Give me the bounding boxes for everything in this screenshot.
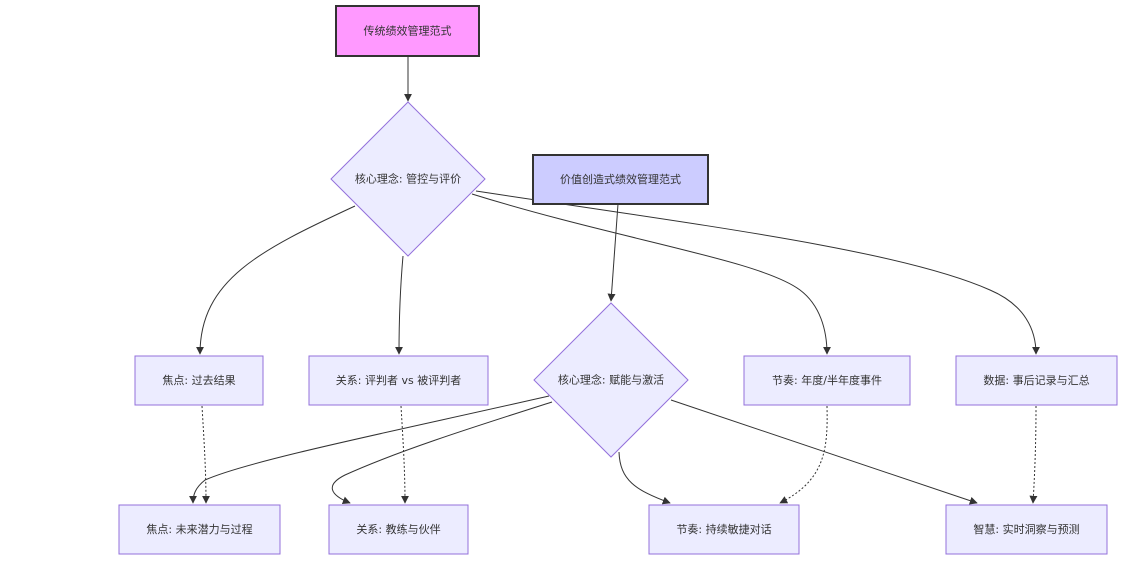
node-value-creation-label: 价值创造式绩效管理范式 xyxy=(560,172,681,186)
node-rhythm-annual[interactable]: 节奏: 年度/半年度事件 xyxy=(743,355,911,406)
node-core-empower-diamond xyxy=(533,302,689,458)
node-wisdom-insight[interactable]: 智慧: 实时洞察与预测 xyxy=(945,504,1108,555)
node-core-empower[interactable]: 核心理念: 赋能与激活 xyxy=(533,302,689,458)
edge-core-control-to-focus-past xyxy=(196,205,356,355)
node-focus-past-label: 焦点: 过去结果 xyxy=(162,374,235,387)
edges-layer xyxy=(189,56,1040,505)
node-relation-judge-box xyxy=(308,355,489,406)
node-rhythm-agile-label: 节奏: 持续敏捷对话 xyxy=(676,522,771,536)
edge-relation-judge-to-relation-coach xyxy=(400,405,409,504)
node-core-control-diamond xyxy=(330,101,486,257)
node-wisdom-insight-label: 智慧: 实时洞察与预测 xyxy=(973,522,1079,536)
node-focus-future-label: 焦点: 未来潜力与过程 xyxy=(146,522,252,536)
node-data-record[interactable]: 数据: 事后记录与汇总 xyxy=(955,355,1118,406)
edge-core-empower-to-relation-coach xyxy=(332,401,553,505)
node-traditional-box xyxy=(335,5,480,57)
edge-core-control-to-relation-judge xyxy=(395,255,404,355)
node-data-record-label: 数据: 事后记录与汇总 xyxy=(983,373,1089,387)
node-relation-judge-label: 关系: 评判者 vs 被评判者 xyxy=(336,373,461,387)
node-rhythm-agile[interactable]: 节奏: 持续敏捷对话 xyxy=(648,504,800,555)
node-wisdom-insight-box xyxy=(945,504,1108,555)
node-rhythm-agile-box xyxy=(648,504,800,555)
edge-focus-past-to-focus-future xyxy=(201,405,210,504)
edge-core-control-to-rhythm-annual xyxy=(471,193,831,355)
node-core-control-label: 核心理念: 管控与评价 xyxy=(355,172,461,186)
edge-data-record-to-wisdom-insight xyxy=(1029,405,1038,504)
node-core-empower-label: 核心理念: 赋能与激活 xyxy=(558,373,664,387)
node-value-creation-paradigm[interactable]: 价值创造式绩效管理范式 xyxy=(532,154,709,205)
node-focus-future-box xyxy=(118,504,281,555)
node-core-control[interactable]: 核心理念: 管控与评价 xyxy=(330,101,486,257)
node-rhythm-annual-label: 节奏: 年度/半年度事件 xyxy=(772,373,882,387)
edge-rhythm-annual-to-rhythm-agile xyxy=(779,405,828,504)
edge-value-creation-to-core-empower xyxy=(607,203,619,302)
node-relation-coach-box xyxy=(328,504,469,555)
edge-core-empower-to-focus-future xyxy=(189,395,550,504)
node-focus-future[interactable]: 焦点: 未来潜力与过程 xyxy=(118,504,281,555)
node-relation-judge[interactable]: 关系: 评判者 vs 被评判者 xyxy=(308,355,489,406)
node-traditional-paradigm[interactable]: 传统绩效管理范式 xyxy=(335,5,480,57)
edge-core-control-to-data-record xyxy=(475,190,1040,355)
node-focus-past[interactable]: 焦点: 过去结果 xyxy=(134,355,264,406)
edge-core-empower-to-rhythm-agile xyxy=(618,451,671,505)
node-rhythm-annual-box xyxy=(743,355,911,406)
node-traditional-label: 传统绩效管理范式 xyxy=(364,24,452,38)
node-data-record-box xyxy=(955,355,1118,406)
node-value-creation-box xyxy=(532,154,709,205)
node-relation-coach[interactable]: 关系: 教练与伙伴 xyxy=(328,504,469,555)
node-relation-coach-label: 关系: 教练与伙伴 xyxy=(356,522,440,536)
node-focus-past-box xyxy=(134,355,264,406)
